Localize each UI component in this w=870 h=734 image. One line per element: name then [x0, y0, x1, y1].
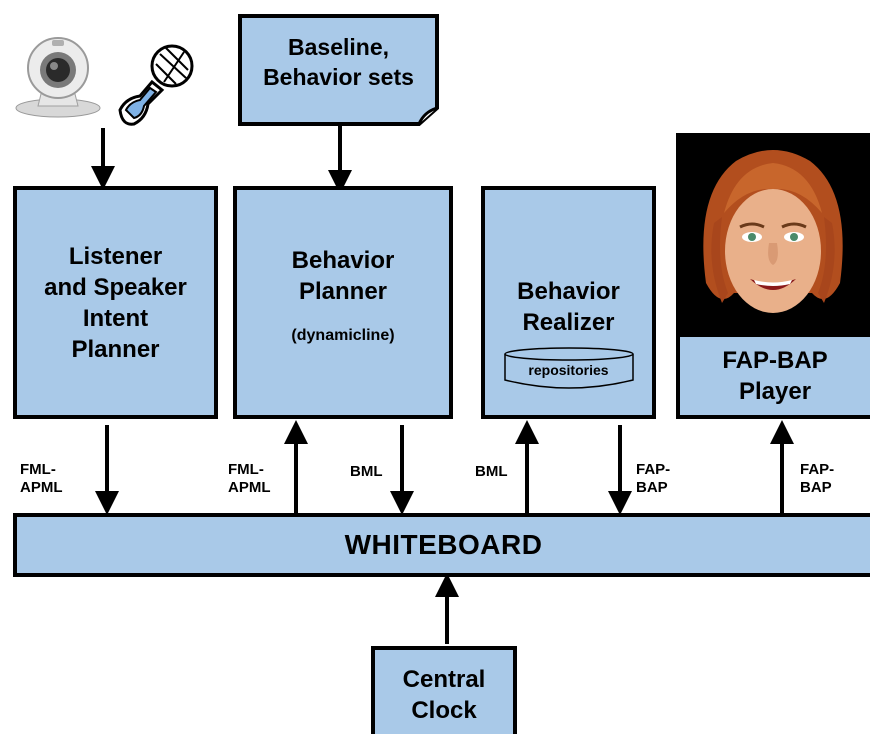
player-line2: Player: [738, 378, 812, 405]
behavior-realizer-box: Behavior Realizer repositories: [481, 186, 656, 419]
realizer-line1: Behavior: [517, 278, 620, 305]
label-fml-apml-1: FML- APML: [20, 461, 63, 496]
repositories-cylinder: repositories: [503, 346, 635, 390]
planner-line2: Planner: [298, 278, 388, 305]
clock-line2: Clock: [411, 697, 477, 724]
agent-face-icon: [703, 150, 843, 313]
label-fml-apml-2: FML- APML: [228, 461, 271, 496]
listener-line2: and Speaker: [44, 273, 187, 301]
central-clock-box: Central Clock: [371, 646, 517, 734]
baseline-line1: Baseline,: [288, 34, 389, 60]
player-line1: FAP-BAP: [722, 347, 828, 374]
webcam-icon: [15, 37, 101, 118]
label-bml-2: BML: [475, 463, 508, 480]
planner-subtitle: (dynamicline): [291, 327, 395, 344]
listener-line3: Intent: [82, 304, 149, 332]
listener-intent-planner-box: Listener and Speaker Intent Planner: [13, 186, 218, 419]
fap-bap-player-box: FAP-BAP Player: [676, 333, 870, 419]
clock-line1: Central: [402, 666, 486, 693]
microphone-icon: [118, 44, 194, 126]
label-bml-1: BML: [350, 463, 383, 480]
repositories-label: repositories: [528, 362, 609, 378]
realizer-line2: Realizer: [522, 309, 615, 336]
label-fap-bap-2: FAP- BAP: [800, 461, 835, 496]
whiteboard-label: WHITEBOARD: [344, 529, 543, 560]
listener-line1: Listener: [68, 242, 163, 270]
database-icon: [503, 347, 634, 389]
planner-line1: Behavior: [291, 247, 395, 274]
baseline-box-shape: [238, 14, 439, 126]
label-fap-bap-1: FAP- BAP: [636, 461, 671, 496]
baseline-line2: Behavior sets: [263, 64, 414, 90]
listener-line4: Planner: [71, 335, 160, 363]
behavior-planner-box: Behavior Planner (dynamicline): [233, 186, 453, 419]
whiteboard-bar: WHITEBOARD: [13, 513, 870, 577]
baseline-box: Baseline, Behavior sets: [238, 14, 439, 126]
agent-face-panel: [676, 133, 870, 337]
